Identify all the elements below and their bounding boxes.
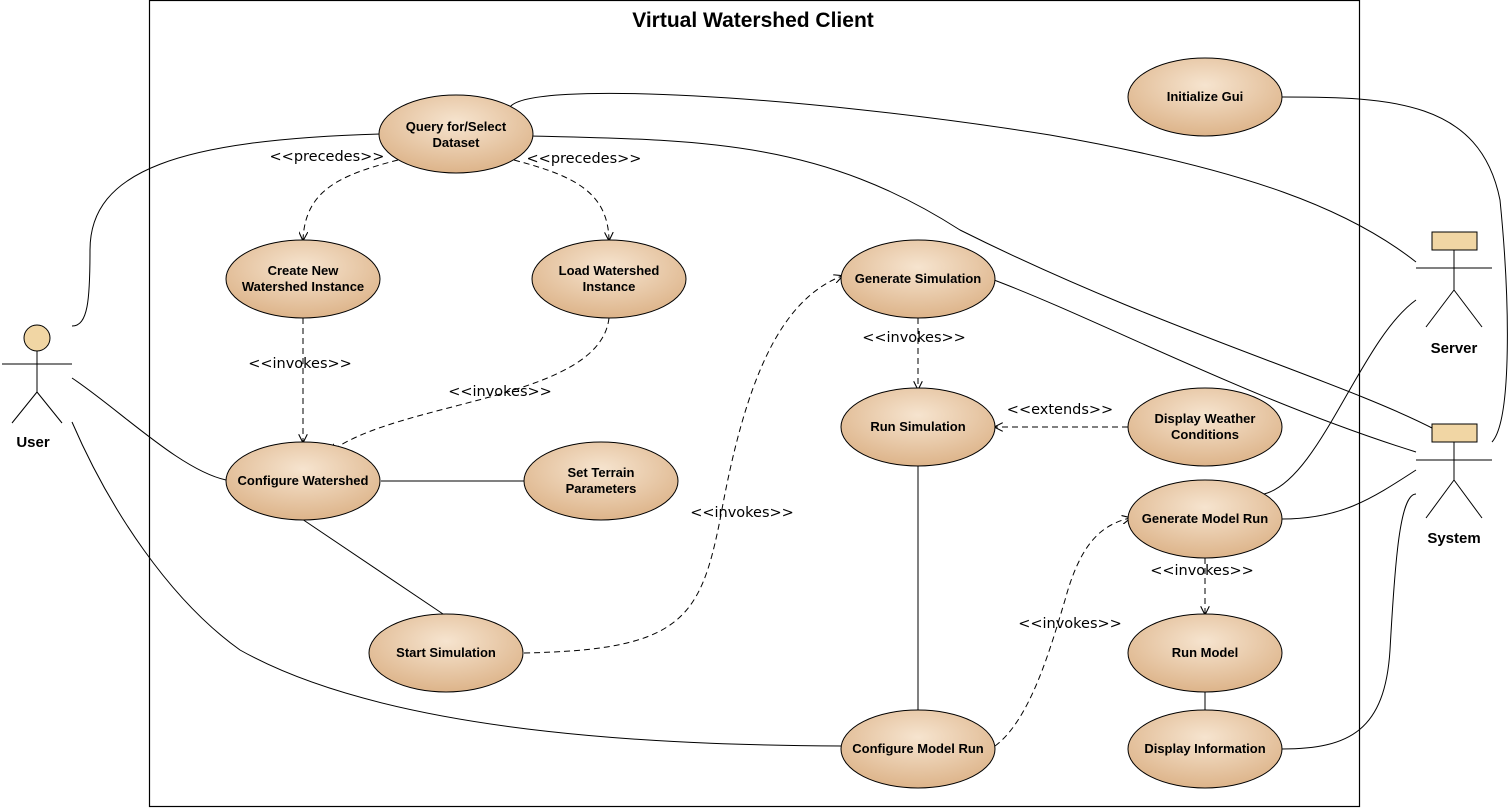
usecase-label-line: Generate Model Run: [1142, 511, 1268, 526]
usecase-run-model[interactable]: Run Model: [1127, 613, 1283, 693]
actor-system-box-icon: [1431, 423, 1478, 443]
assoc-user-query: [71, 133, 381, 327]
assoc-user-configure: [71, 377, 227, 481]
usecase-query-dataset[interactable]: Query for/Select Dataset: [378, 94, 534, 174]
usecase-generate-model-run[interactable]: Generate Model Run: [1127, 479, 1283, 559]
dep-query-create: [303, 159, 399, 240]
actor-user[interactable]: User: [2, 324, 72, 451]
actor-server-box-icon: [1431, 231, 1478, 251]
usecase-label-line: Watershed Instance: [242, 279, 364, 294]
usecase-display-information[interactable]: Display Information: [1127, 709, 1283, 789]
assoc-genmodel-server: [1263, 299, 1417, 495]
usecase-label-line: Run Simulation: [870, 419, 965, 434]
actor-head-icon: [23, 324, 51, 352]
usecase-label-line: Query for/Select: [406, 119, 507, 134]
usecase-display-weather[interactable]: Display Weather Conditions: [1127, 387, 1283, 467]
dep-configmodel-genmodel: [994, 518, 1130, 747]
actor-server[interactable]: Server: [1416, 231, 1492, 357]
assoc-gensim-system: [993, 279, 1417, 453]
actor-server-label: Server: [1431, 340, 1478, 357]
usecase-set-terrain[interactable]: Set Terrain Parameters: [523, 441, 679, 521]
assoc-initgui-system: [1281, 96, 1508, 443]
usecase-label-line: Display Weather: [1155, 411, 1256, 426]
usecase-label-line: Load Watershed: [559, 263, 660, 278]
stereotype-invokes-load: <<invokes>>: [448, 384, 552, 400]
stereotype-invokes-gensim: <<invokes>>: [862, 330, 966, 346]
usecase-label-line: Create New: [268, 263, 340, 278]
stereotype-invokes-genmodel: <<invokes>>: [1150, 563, 1254, 579]
usecase-label-line: Set Terrain: [568, 465, 635, 480]
usecase-label-line: Generate Simulation: [855, 271, 981, 286]
usecase-initialize-gui[interactable]: Initialize Gui: [1127, 57, 1283, 137]
usecase-label-line: Start Simulation: [396, 645, 496, 660]
usecase-label-line: Initialize Gui: [1167, 89, 1244, 104]
usecase-label-line: Run Model: [1172, 645, 1238, 660]
actor-user-label: User: [16, 434, 50, 451]
usecase-start-simulation[interactable]: Start Simulation: [368, 613, 524, 693]
usecase-label-line: Configure Model Run: [852, 741, 983, 756]
stereotype-precedes-left: <<precedes>>: [270, 149, 385, 165]
assoc-displayinfo-system: [1281, 493, 1417, 750]
dep-load-configure: [330, 317, 610, 452]
usecase-run-simulation[interactable]: Run Simulation: [840, 387, 996, 467]
usecase-load-watershed[interactable]: Load Watershed Instance: [531, 239, 687, 319]
assoc-query-server: [509, 92, 1417, 263]
stereotype-invokes-start: <<invokes>>: [690, 505, 794, 521]
actor-system-label: System: [1427, 530, 1480, 547]
stereotype-invokes-configmodel: <<invokes>>: [1018, 616, 1122, 632]
usecase-label-line: Configure Watershed: [238, 473, 369, 488]
actor-system[interactable]: System: [1416, 423, 1492, 547]
stereotype-extends-weather: <<extends>>: [1007, 402, 1113, 418]
usecase-generate-simulation[interactable]: Generate Simulation: [840, 239, 996, 319]
usecase-label-line: Conditions: [1171, 427, 1239, 442]
assoc-configure-start: [301, 518, 447, 617]
assoc-genmodel-system: [1281, 469, 1417, 520]
usecase-configure-model-run[interactable]: Configure Model Run: [840, 709, 996, 789]
usecase-create-watershed[interactable]: Create New Watershed Instance: [225, 239, 381, 319]
stereotype-invokes-create: <<invokes>>: [248, 356, 352, 372]
stereotype-precedes-right: <<precedes>>: [527, 151, 642, 167]
usecase-label-line: Parameters: [566, 481, 637, 496]
dep-query-load: [513, 159, 609, 240]
diagram-title: Virtual Watershed Client: [632, 9, 874, 32]
assoc-user-configmodel: [71, 421, 843, 747]
usecase-configure-watershed[interactable]: Configure Watershed: [225, 441, 381, 521]
usecase-label-line: Display Information: [1144, 741, 1265, 756]
assoc-query-system: [531, 135, 1437, 431]
usecase-label-line: Instance: [583, 279, 636, 294]
usecase-label-line: Dataset: [433, 135, 481, 150]
dep-start-gensim: [523, 276, 842, 654]
